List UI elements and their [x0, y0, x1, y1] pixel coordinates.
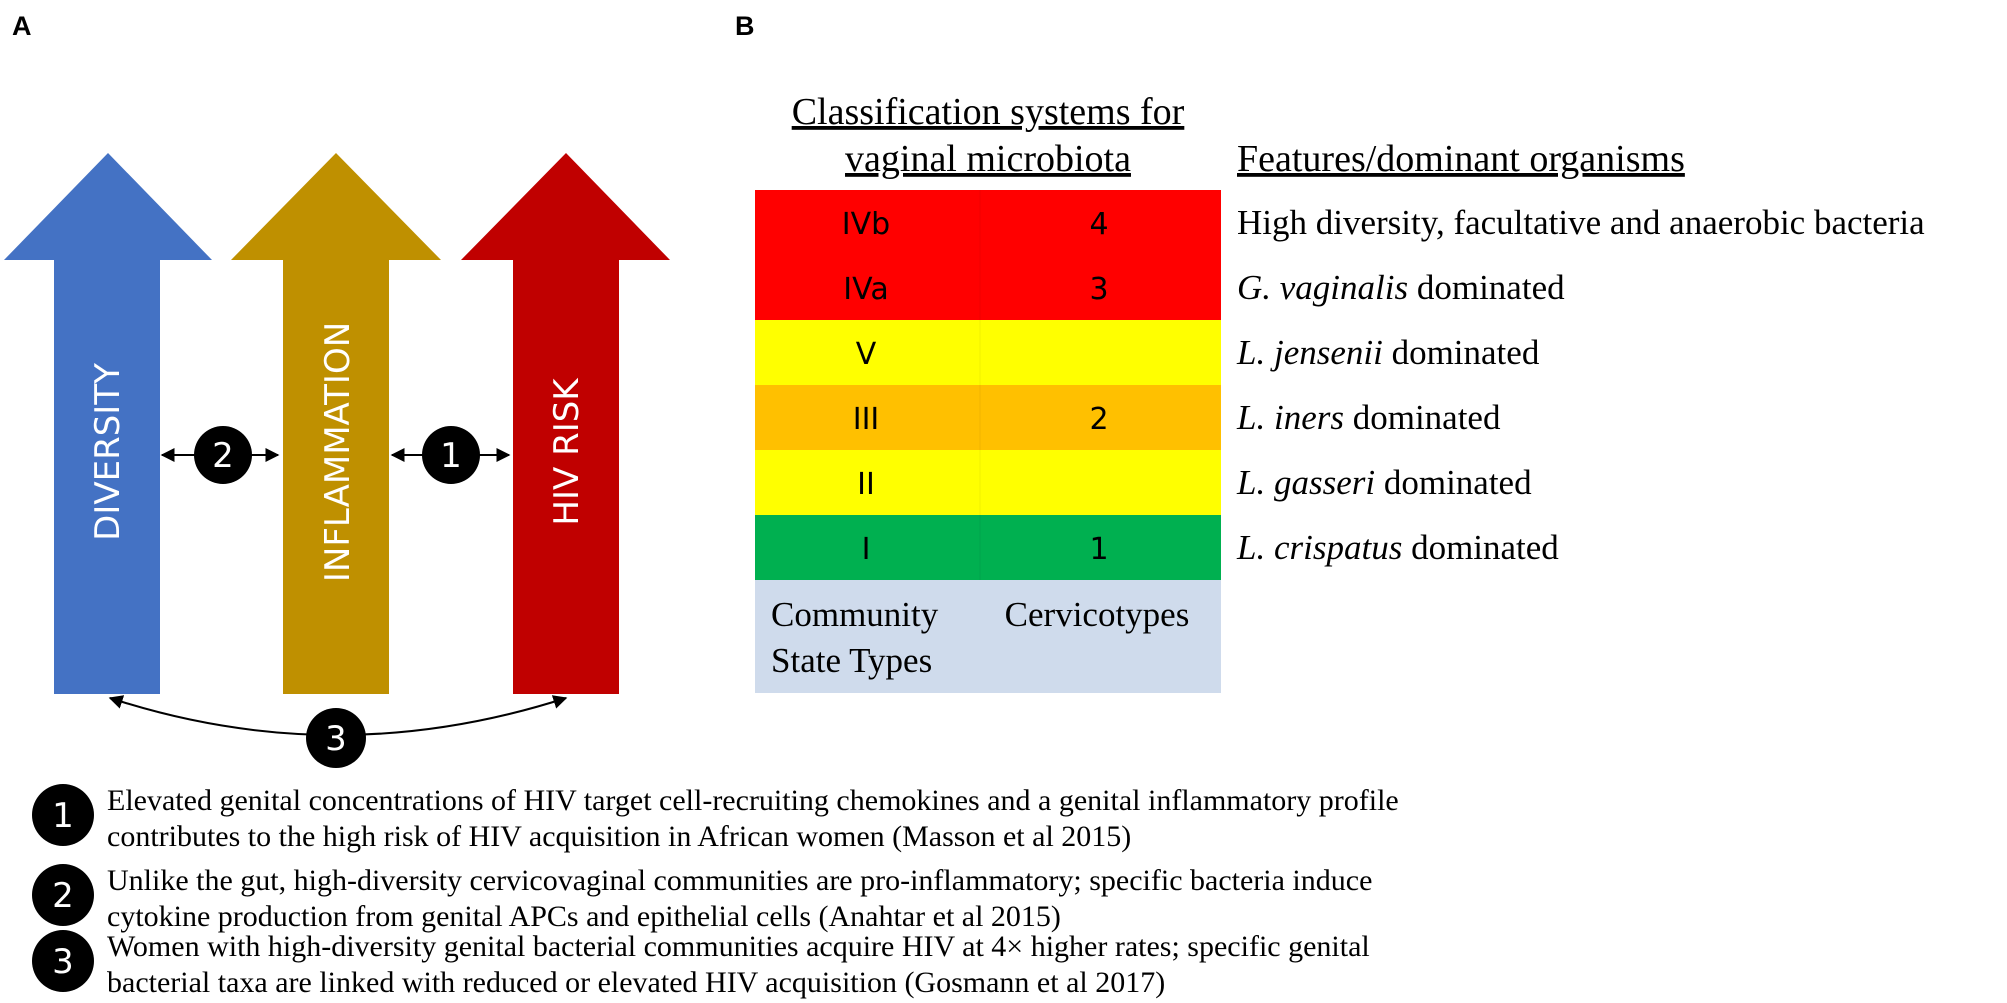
- footnote-number: 3: [52, 942, 74, 982]
- hiv-risk-label: HIV RISK: [547, 377, 587, 526]
- organism-name: G. vaginalis: [1237, 268, 1408, 307]
- link-two: 2: [160, 426, 280, 484]
- panel-a-label: A: [12, 11, 32, 41]
- link-one-number: 1: [440, 436, 462, 476]
- cst-cell: IVb: [842, 207, 890, 242]
- link-two-number: 2: [212, 436, 234, 476]
- feature-description: dominated: [1408, 268, 1565, 307]
- inflammation-arrow: INFLAMMATION: [231, 153, 441, 694]
- cst-cell: III: [853, 402, 880, 437]
- cst-label-line-1: Community: [771, 595, 939, 634]
- feature-text: High diversity, facultative and anaerobi…: [1237, 203, 1925, 242]
- inflammation-label: INFLAMMATION: [318, 322, 358, 582]
- diversity-arrow: DIVERSITY: [4, 153, 212, 694]
- table-row: [755, 320, 1221, 385]
- organism-name: L. jensenii: [1236, 333, 1383, 372]
- cst-cell: IVa: [843, 272, 888, 307]
- feature-text: L. gasseri dominated: [1236, 463, 1532, 502]
- footnote-line: contributes to the high risk of HIV acqu…: [107, 820, 1131, 853]
- feature-text: L. iners dominated: [1236, 398, 1501, 437]
- hiv-risk-arrow: HIV RISK: [461, 153, 670, 694]
- table-row: [755, 255, 1221, 320]
- footnote-line: Elevated genital concentrations of HIV t…: [107, 784, 1399, 817]
- link-three-number: 3: [325, 719, 347, 759]
- footnote-line: Unlike the gut, high-diversity cervicova…: [107, 864, 1372, 897]
- cst-cell: V: [856, 337, 877, 372]
- footnote-number-circle: [32, 930, 94, 992]
- feature-description: dominated: [1344, 398, 1501, 437]
- feature-text: G. vaginalis dominated: [1237, 268, 1565, 307]
- footnote-line: bacterial taxa are linked with reduced o…: [107, 966, 1165, 999]
- feature-description: High diversity, facultative and anaerobi…: [1237, 203, 1925, 242]
- cervicotype-cell: 3: [1089, 272, 1108, 307]
- feature-text: L. jensenii dominated: [1236, 333, 1540, 372]
- footnote-line: cytokine production from genital APCs an…: [107, 900, 1061, 933]
- link-one-circle: [422, 426, 480, 484]
- footnotes: 1 Elevated genital concentrations of HIV …: [32, 784, 1399, 999]
- table-row: [755, 515, 1221, 580]
- cervicotype-cell: 2: [1089, 402, 1108, 437]
- table-heading-line-1: Classification systems for: [792, 91, 1185, 133]
- footnote-number-circle: [32, 784, 94, 846]
- cst-cell: II: [857, 467, 875, 502]
- feature-description: dominated: [1375, 463, 1532, 502]
- feature-description: dominated: [1383, 333, 1540, 372]
- table-row: [755, 385, 1221, 450]
- feature-text: L. crispatus dominated: [1236, 528, 1559, 567]
- table-label-row: [755, 580, 1221, 693]
- link-three-circle: [306, 708, 366, 768]
- footnote-number: 1: [52, 796, 74, 836]
- cst-label-line-2: State Types: [771, 641, 932, 680]
- feature-description: dominated: [1402, 528, 1559, 567]
- table-heading-line-2: vaginal microbiota: [845, 138, 1131, 180]
- classification-table: IVb 4 High diversity, facultative and anae…: [755, 190, 1925, 580]
- footnote-number-circle: [32, 864, 94, 926]
- cst-cell: I: [862, 532, 871, 567]
- link-three: 3: [108, 695, 568, 768]
- organism-name: L. iners: [1236, 398, 1344, 437]
- features-heading: Features/dominant organisms: [1237, 138, 1685, 180]
- cervicotype-cell: 4: [1089, 207, 1108, 242]
- cervicotype-cell: 1: [1089, 532, 1108, 567]
- organism-name: L. crispatus: [1236, 528, 1402, 567]
- table-row: [755, 450, 1221, 515]
- organism-name: L. gasseri: [1236, 463, 1375, 502]
- cervicotype-label: Cervicotypes: [1005, 595, 1190, 634]
- diversity-label: DIVERSITY: [88, 363, 128, 541]
- link-one: 1: [390, 426, 511, 484]
- panel-b-label: B: [735, 11, 755, 41]
- footnote-line: Women with high-diversity genital bacter…: [107, 930, 1370, 963]
- table-row: [755, 190, 1221, 255]
- footnote-number: 2: [52, 876, 74, 916]
- link-two-circle: [194, 426, 252, 484]
